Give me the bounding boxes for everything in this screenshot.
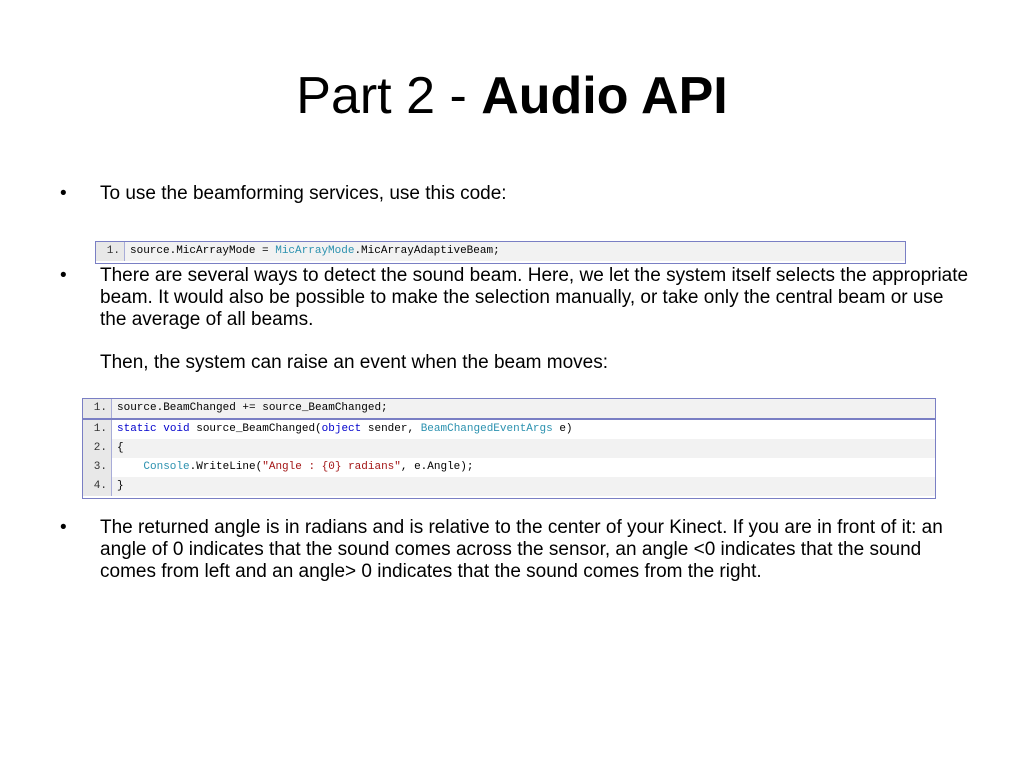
line-number: 1. xyxy=(83,420,112,439)
code-indent xyxy=(117,461,143,473)
line-number: 1. xyxy=(83,399,112,418)
code-token: source_BeamChanged( xyxy=(189,423,322,435)
code-text: source.BeamChanged += source_BeamChanged… xyxy=(117,402,388,414)
code-text: } xyxy=(117,480,124,492)
bullet-text-2: There are several ways to detect the sou… xyxy=(100,265,969,330)
code-type-token: Console xyxy=(143,461,190,473)
code-token: , e.Angle); xyxy=(400,461,474,473)
line-number: 1. xyxy=(96,242,125,261)
line-number: 2. xyxy=(83,439,112,458)
code-token: .WriteLine( xyxy=(189,461,263,473)
code-type-token: MicArrayMode xyxy=(275,245,355,257)
code-token: source.MicArrayMode = xyxy=(130,245,276,257)
bullet-dot: • xyxy=(60,265,67,286)
bullet-text-1: To use the beamforming services, use thi… xyxy=(100,183,507,204)
code-line: 4. } xyxy=(83,477,935,496)
code-string: "Angle : {0} radians" xyxy=(262,461,401,473)
bullet-text-3: The returned angle is in radians and is … xyxy=(100,517,943,582)
line-number: 3. xyxy=(83,458,112,477)
code-text: Console.WriteLine("Angle : {0} radians",… xyxy=(112,458,474,477)
code-line: 1. source.MicArrayMode = MicArrayMode.Mi… xyxy=(96,242,905,261)
code-keyword: void xyxy=(163,423,190,435)
code-line: 1. source.BeamChanged += source_BeamChan… xyxy=(83,399,935,418)
bullet-text-2b: Then, the system can raise an event when… xyxy=(100,352,608,373)
code-separator xyxy=(83,418,935,420)
title-bold: Audio API xyxy=(481,67,728,125)
code-line: 2. { xyxy=(83,439,935,458)
code-block-micarraymode: 1. source.MicArrayMode = MicArrayMode.Mi… xyxy=(95,241,906,264)
code-line: 3. Console.WriteLine("Angle : {0} radian… xyxy=(83,458,935,477)
code-token: e) xyxy=(552,423,573,435)
code-line: 1. static void source_BeamChanged(object… xyxy=(83,420,935,439)
code-keyword: static xyxy=(117,423,157,435)
bullet-dot: • xyxy=(60,517,67,538)
code-token: sender, xyxy=(361,423,421,435)
code-text: source.MicArrayMode = MicArrayMode.MicAr… xyxy=(125,242,500,261)
code-text: static void source_BeamChanged(object se… xyxy=(112,420,573,439)
code-block-beamchanged: 1. source.BeamChanged += source_BeamChan… xyxy=(82,398,936,499)
code-text: { xyxy=(117,442,124,454)
title-prefix: Part 2 - xyxy=(296,67,482,125)
code-keyword: object xyxy=(321,423,362,435)
code-type-token: BeamChangedEventArgs xyxy=(420,423,553,435)
line-number: 4. xyxy=(83,477,112,496)
bullet-dot: • xyxy=(60,183,67,204)
code-token: .MicArrayAdaptiveBeam; xyxy=(354,245,500,257)
slide-title: Part 2 - Audio API xyxy=(0,62,1024,130)
